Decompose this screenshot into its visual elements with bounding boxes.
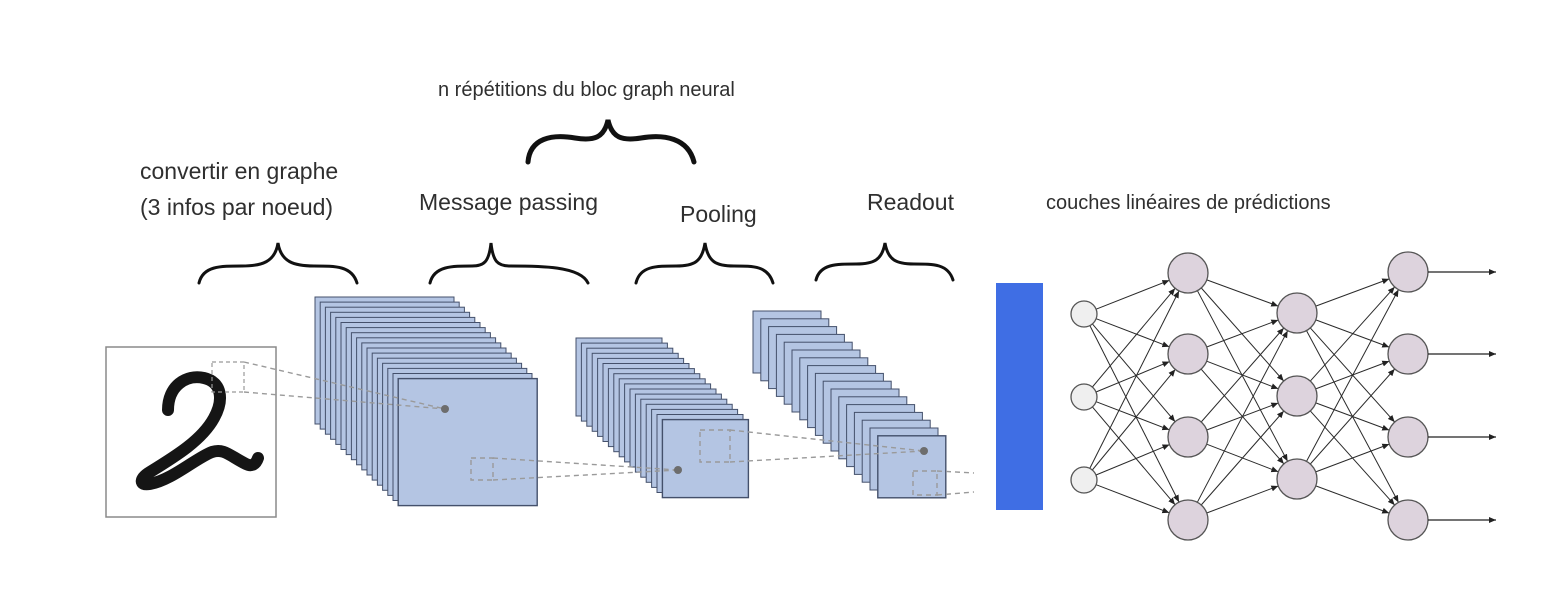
network-edge: [1315, 278, 1390, 307]
input-neuron: [1070, 300, 1098, 328]
output-neuron: [1387, 416, 1429, 458]
network-edge: [1206, 485, 1279, 514]
linear-layers-label: couches linéaires de prédictions: [1046, 192, 1331, 214]
network-edge: [1196, 330, 1289, 503]
feature-map-front: [877, 435, 947, 499]
hidden-neuron: [1276, 375, 1318, 417]
input-neuron: [1070, 466, 1098, 494]
network-edge: [1092, 323, 1176, 423]
readout-vector-bar: [996, 283, 1043, 510]
hidden-neuron: [1167, 416, 1209, 458]
network-edge: [1206, 279, 1279, 307]
hidden-neuron: [1167, 252, 1209, 294]
output-neuron: [1387, 499, 1429, 541]
input-neuron: [1070, 383, 1098, 411]
convert-label-line2: (3 infos par noeud): [140, 194, 334, 220]
pooling-brace: [634, 242, 775, 285]
repetitions-label: n répétitions du bloc graph neural: [438, 79, 735, 101]
receptive-field-dots: [441, 405, 928, 474]
convert-brace: [197, 242, 359, 285]
network-edge: [1095, 401, 1170, 431]
feature-map-front: [661, 418, 750, 499]
network-edge: [1095, 361, 1170, 393]
network-edge: [1200, 327, 1285, 423]
network-edge: [1309, 368, 1396, 465]
feature-map-front: [397, 377, 538, 507]
network-edges: [1089, 278, 1399, 514]
network-edge: [1092, 287, 1176, 388]
hidden-neuron: [1276, 458, 1318, 500]
network-edge: [1095, 484, 1170, 514]
convert-label-line1: convertir en graphe: [140, 158, 339, 184]
readout-stack: [752, 310, 947, 499]
readout-brace: [814, 242, 955, 282]
message-passing-stack: [314, 296, 538, 507]
network-edge: [1315, 443, 1390, 473]
message-passing-brace: [428, 242, 590, 285]
network-edge: [1095, 444, 1170, 476]
network-edge: [1306, 289, 1399, 462]
network-edge: [1095, 279, 1170, 310]
network-edge: [1089, 325, 1180, 503]
readout-label: Readout: [867, 189, 954, 215]
output-neuron: [1387, 251, 1429, 293]
receptive-field-lines: [243, 361, 975, 496]
network-edge: [1196, 290, 1289, 462]
network-edge: [1309, 286, 1396, 382]
output-neuron: [1387, 333, 1429, 375]
pooling-stack: [575, 337, 750, 499]
network-edge: [1315, 485, 1390, 514]
input-image: [105, 346, 277, 518]
network-edge: [1091, 369, 1176, 471]
message-passing-label: Message passing: [419, 189, 598, 215]
hidden-neuron: [1276, 292, 1318, 334]
pooling-label: Pooling: [680, 201, 757, 227]
repetitions-brace: [525, 119, 697, 165]
braces: [197, 119, 955, 285]
digit-two-drawing: [135, 371, 264, 491]
hidden-neuron: [1167, 499, 1209, 541]
network-edge: [1095, 318, 1170, 348]
network-edge: [1200, 410, 1285, 506]
network-edge: [1200, 287, 1285, 382]
feature-map-stacks: [314, 296, 947, 507]
network-edge: [1089, 290, 1180, 469]
network-nodes: [1070, 251, 1429, 541]
network-outputs: [1428, 269, 1496, 523]
network-edge: [1092, 406, 1176, 506]
hidden-neuron: [1167, 333, 1209, 375]
network-edge: [1206, 319, 1279, 348]
